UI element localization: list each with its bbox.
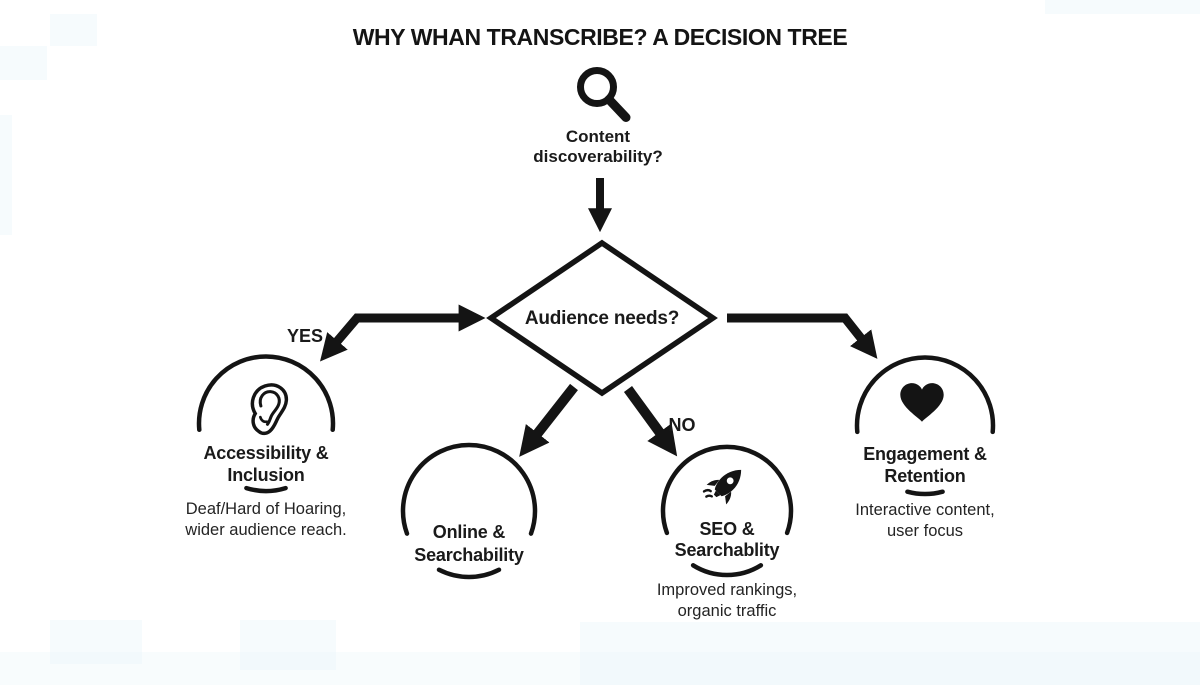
node-desc-line: Improved rankings, [656,581,798,599]
node-desc-accessibility: Deaf/Hard of Hoaring, wider audience rea… [146,499,386,541]
node-desc-engagement: Interactive content, user focus [805,500,1045,542]
node-title-line: Searchablity [674,540,780,560]
node-title-line: Retention [884,466,966,486]
node-title-line: Accessibility & [203,443,329,463]
arrow-yes-branch [319,304,486,362]
node-circle-engagement [854,355,996,497]
root-question: Content discoverability? [498,127,698,167]
node-title-line: Inclusion [227,465,305,485]
arrow-online-branch [519,383,578,457]
node-desc-line: user focus [886,522,964,540]
decision-diamond [486,239,718,397]
node-desc-line: Deaf/Hard of Hoaring, [185,500,347,518]
node-title-line: Searchability [414,545,524,565]
node-desc-seo: Improved rankings, organic traffic [607,580,847,622]
arrow-engagement-branch [727,313,878,359]
node-desc-line: organic traffic [677,602,777,620]
rocket-icon [702,469,742,505]
magnifier-icon [577,67,631,122]
node-title-accessibility: Accessibility & Inclusion [166,442,366,486]
heart-icon [900,383,944,422]
node-circle-online [400,442,538,580]
node-title-online: Online & Searchability [369,521,569,567]
node-title-seo: SEO & Searchablity [627,519,827,561]
root-question-line1: Content [565,127,631,146]
ear-icon [250,383,289,436]
page-title: WHY WHAN TRANSCRIBE? A DECISION TREE [352,24,848,50]
node-desc-line: Interactive content, [855,501,995,519]
node-circle-accessibility [196,354,336,494]
node-title-line: SEO & [699,519,755,539]
node-circle-seo [660,444,794,578]
node-title-engagement: Engagement & Retention [825,443,1025,487]
node-desc-line: wider audience reach. [185,521,347,539]
yes-label: YES [286,326,324,346]
root-question-line2: discoverability? [533,147,663,166]
node-title-line: Engagement & [863,444,987,464]
arrow-no-branch [623,386,678,457]
no-label: NO [668,415,696,435]
decision-label: Audience needs? [524,308,680,329]
node-title-line: Online & [432,522,506,542]
